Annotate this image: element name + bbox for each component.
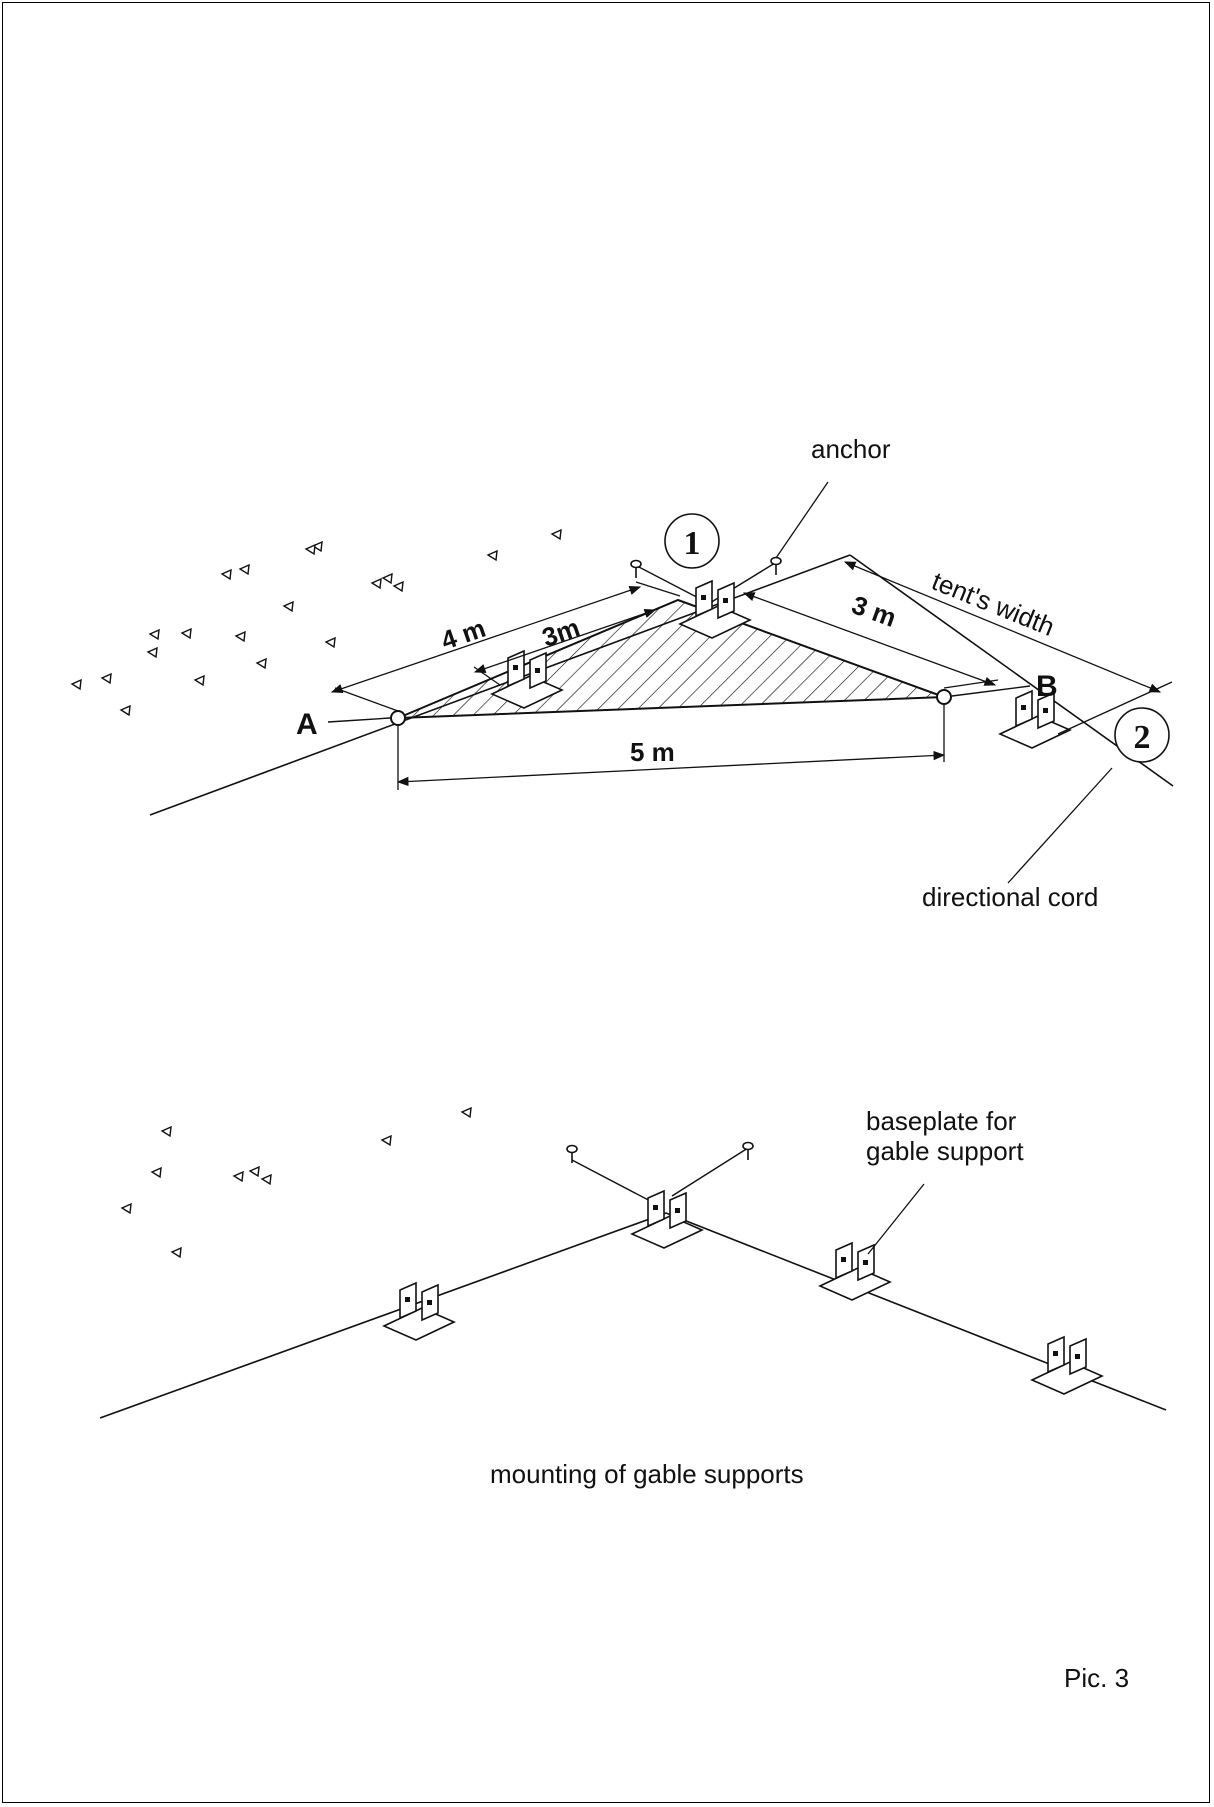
ground-mark <box>461 1107 472 1118</box>
ground-mark <box>256 658 267 669</box>
ground-mark <box>101 673 112 684</box>
ground-mark <box>233 1171 244 1182</box>
ground-mark <box>305 544 316 555</box>
ground-mark <box>121 1203 132 1214</box>
ground-mark <box>120 705 131 716</box>
ground-mark <box>381 1135 392 1146</box>
baseplate <box>999 690 1071 749</box>
circle-2-label: 2 <box>1134 719 1151 756</box>
anchor-leader <box>775 481 829 559</box>
ground-mark <box>371 578 382 589</box>
ground-mark <box>487 550 498 561</box>
ground-mark <box>171 1247 182 1258</box>
ground-mark <box>194 675 205 686</box>
ground-mark <box>393 581 404 592</box>
bottom-baseline-left <box>99 1212 667 1419</box>
dim-5m-line <box>396 750 946 787</box>
ground-mark <box>249 1166 260 1177</box>
anchor-peg <box>630 559 642 579</box>
circle-marker-1 <box>664 513 720 569</box>
dim-tents-width-line <box>843 561 1162 693</box>
dim-3m-inner-line <box>473 609 657 673</box>
ground-mark <box>149 629 160 640</box>
anchor-peg <box>770 556 782 576</box>
anchor-peg <box>566 1144 578 1164</box>
point-a-label: A <box>296 708 318 741</box>
ground-mark <box>147 647 158 658</box>
ground-mark <box>71 679 82 690</box>
ground-mark <box>151 1167 162 1178</box>
point-b-leader <box>951 685 1031 697</box>
diagram-caption: mounting of gable supports <box>490 1459 804 1489</box>
bottom-anchor-line-left <box>571 1159 657 1205</box>
ground-mark <box>551 529 562 540</box>
point-a-leader <box>327 717 391 723</box>
point-a-marker <box>390 710 406 726</box>
ground-mark <box>382 573 393 584</box>
top-diagram: anchor tent's width 4 m 3m 3 m 5 m A B 1… <box>71 434 1174 912</box>
dim-5m-label: 5 m <box>630 737 675 767</box>
ground-mark <box>235 631 246 642</box>
baseplate <box>631 1190 703 1249</box>
point-b-label: B <box>1036 670 1058 703</box>
point-b-marker <box>936 689 952 705</box>
ground-mark <box>261 1174 272 1185</box>
ground-mark <box>221 569 232 580</box>
baseplate-label-line2: gable support <box>866 1136 1024 1166</box>
ground-mark <box>283 601 294 612</box>
circle-1-label: 1 <box>684 525 701 562</box>
baseplate <box>1031 1336 1103 1395</box>
ground-mark <box>325 637 336 648</box>
directional-cord-leader <box>1007 767 1113 884</box>
ground-mark <box>161 1126 172 1137</box>
anchor-peg <box>742 1141 754 1161</box>
dim-3m-right-label: 3 m <box>848 589 900 633</box>
pic-label: Pic. 3 <box>1064 1663 1129 1693</box>
baseplate <box>819 1242 891 1301</box>
baseplate-leader <box>867 1183 925 1255</box>
anchor-line-right <box>704 562 776 607</box>
dim-4m-label: 4 m <box>437 613 489 656</box>
bottom-anchor-line-right <box>671 1147 749 1197</box>
anchor-label: anchor <box>811 434 891 464</box>
ground-mark <box>181 628 192 639</box>
circle-marker-2 <box>1114 707 1170 763</box>
ground-mark <box>239 564 250 575</box>
ground-marks-bottom <box>121 1107 472 1258</box>
bottom-diagram: baseplate for gable support mounting of … <box>99 1106 1167 1489</box>
directional-cord-label: directional cord <box>922 882 1098 912</box>
baseplate-label-line1: baseplate for <box>866 1106 1017 1136</box>
